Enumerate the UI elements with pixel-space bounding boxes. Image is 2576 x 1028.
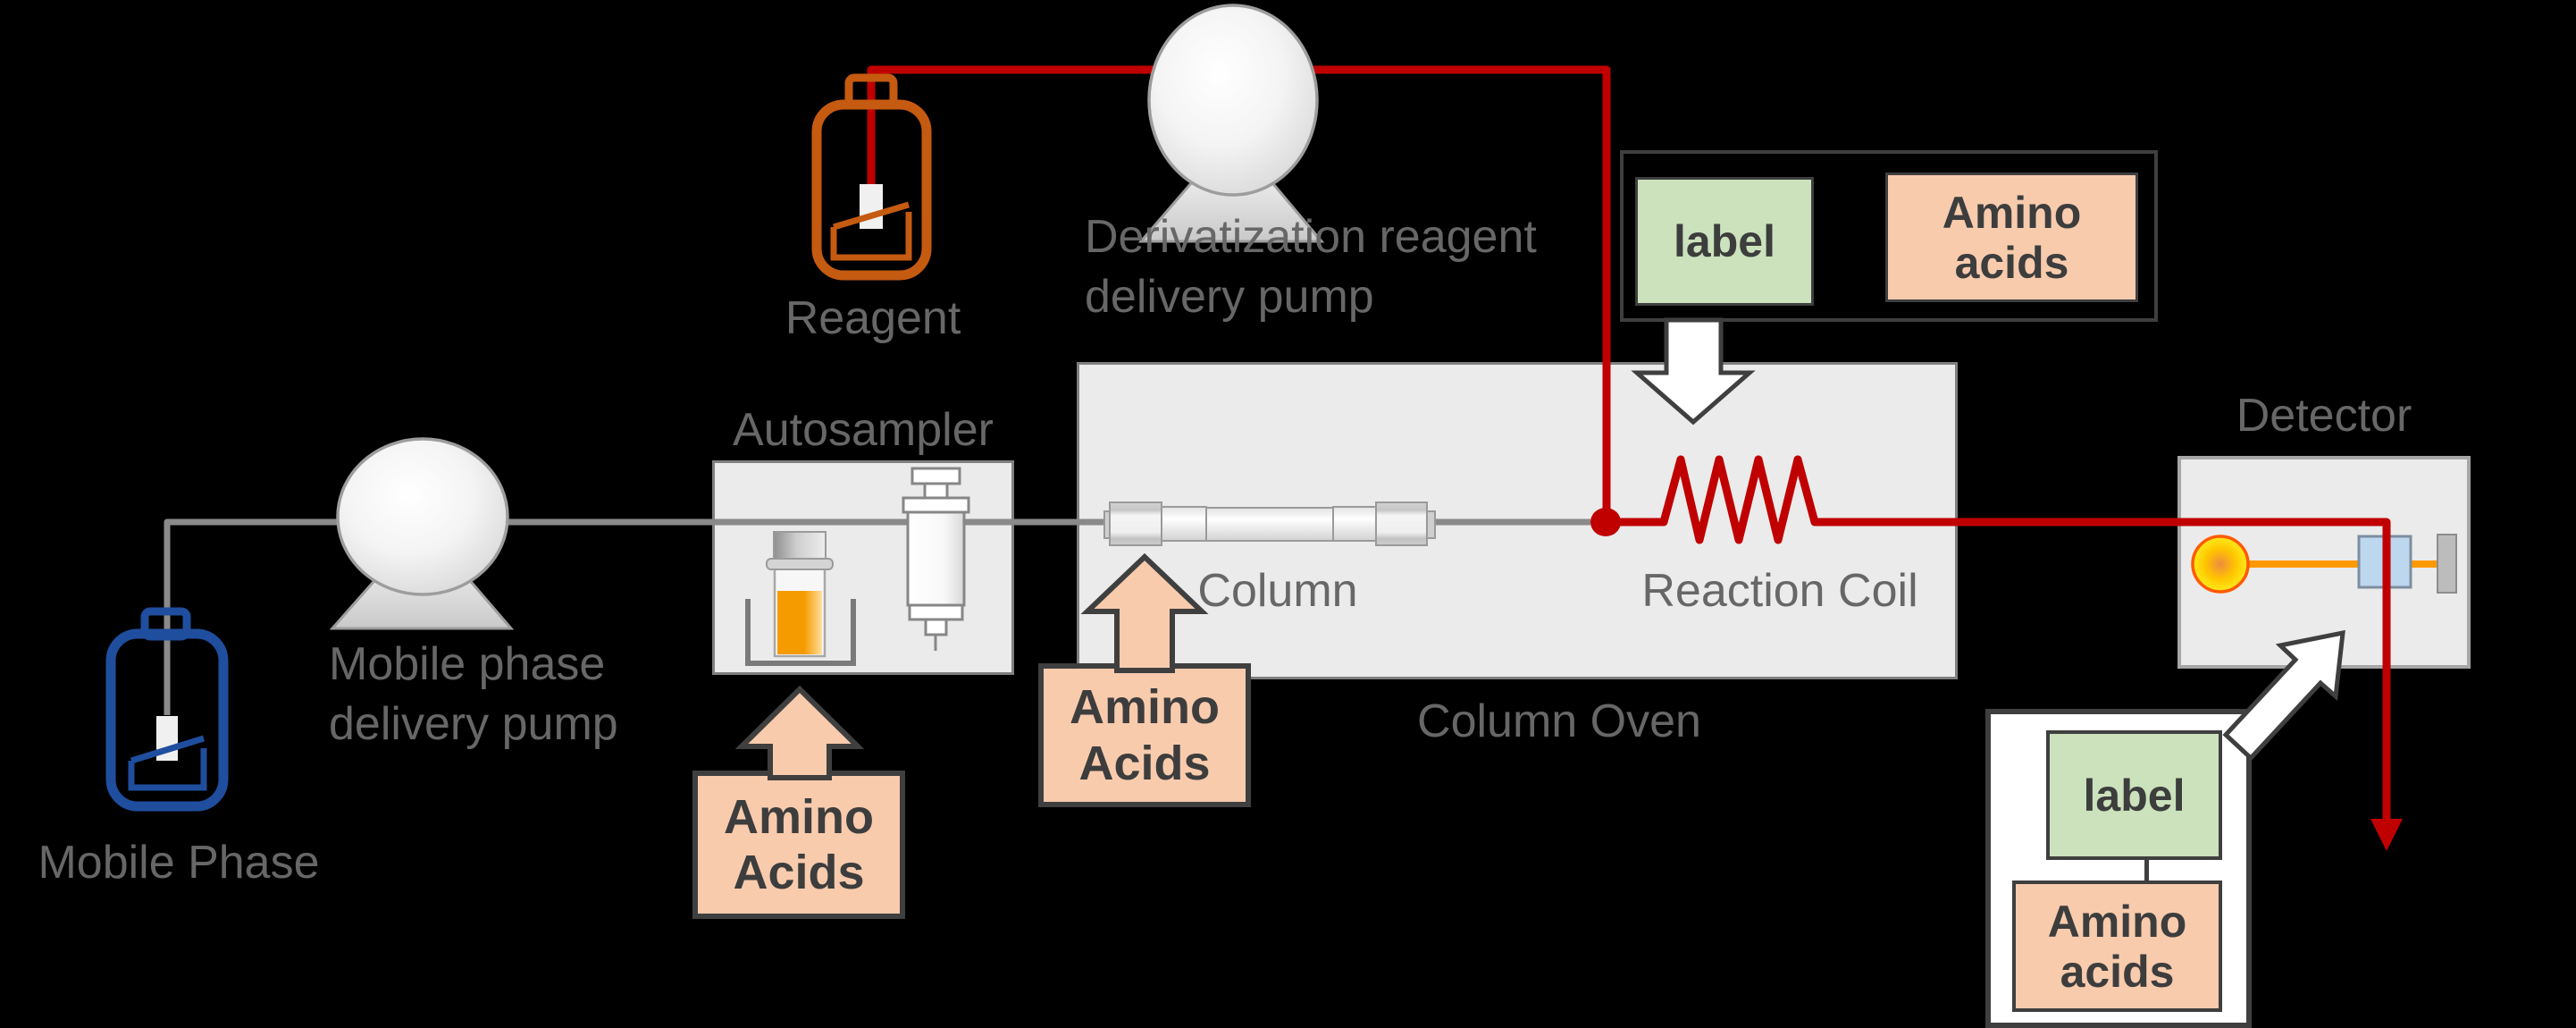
bottle-body <box>811 99 932 281</box>
pump-base <box>329 543 515 630</box>
mobile-pump-label: Mobile phase delivery pump <box>329 638 618 750</box>
bottle-liquid-lines <box>128 735 207 791</box>
reaction-coil-label: Reaction Coil <box>1641 565 1918 617</box>
detector-label: Detector <box>2236 390 2412 442</box>
pump-head <box>336 437 509 596</box>
autosampler-input-arrow-icon <box>734 685 865 780</box>
reagent-label: Reagent <box>785 292 961 344</box>
column-oven-box <box>1077 362 1958 679</box>
legend-bottom-label-text: label <box>2083 770 2186 821</box>
column-label: Column <box>1197 565 1358 617</box>
reagent-bottle-icon <box>811 73 932 281</box>
column-input-box: Amino Acids <box>1038 663 1251 807</box>
legend-top-label-chip: label <box>1635 177 1814 306</box>
mobile-phase-bottle-icon <box>105 607 229 812</box>
legend-bottom-amino-chip: Amino acids <box>2012 881 2222 1012</box>
derivatization-pump-label: Derivatization reagent delivery pump <box>1085 211 1537 323</box>
autosampler-input-box: Amino Acids <box>692 771 905 919</box>
bottle-frit <box>860 184 883 229</box>
autosampler-label: Autosampler <box>733 404 994 456</box>
autosampler-box <box>712 460 1014 675</box>
bottle-cap <box>844 73 898 109</box>
column-input-text: Amino Acids <box>1070 680 1220 790</box>
mobile-phase-pump-icon <box>329 437 515 630</box>
legend-bottom-connector-line <box>2144 858 2149 882</box>
bottle-liquid-lines <box>830 201 912 261</box>
bottle-body <box>105 628 229 812</box>
legend-top-box <box>1620 150 2158 322</box>
derivatization-pump-icon <box>1137 4 1325 243</box>
legend-bottom-amino-text: Amino acids <box>2047 896 2187 997</box>
pump-head <box>1147 4 1319 197</box>
column-oven-label: Column Oven <box>1417 695 1701 747</box>
legend-top-label-text: label <box>1674 216 1775 266</box>
bottle-cap <box>140 607 191 641</box>
legend-bottom-label-chip: label <box>2046 730 2222 860</box>
legend-top-amino-text: Amino acids <box>1942 187 2082 288</box>
mobile-phase-label: Mobile Phase <box>38 837 320 889</box>
legend-top-amino-chip: Amino acids <box>1885 173 2138 302</box>
waste-arrowhead-icon <box>2370 819 2403 851</box>
detector-box <box>2177 456 2471 669</box>
autosampler-input-text: Amino Acids <box>724 789 874 899</box>
bottle-frit <box>156 716 178 761</box>
